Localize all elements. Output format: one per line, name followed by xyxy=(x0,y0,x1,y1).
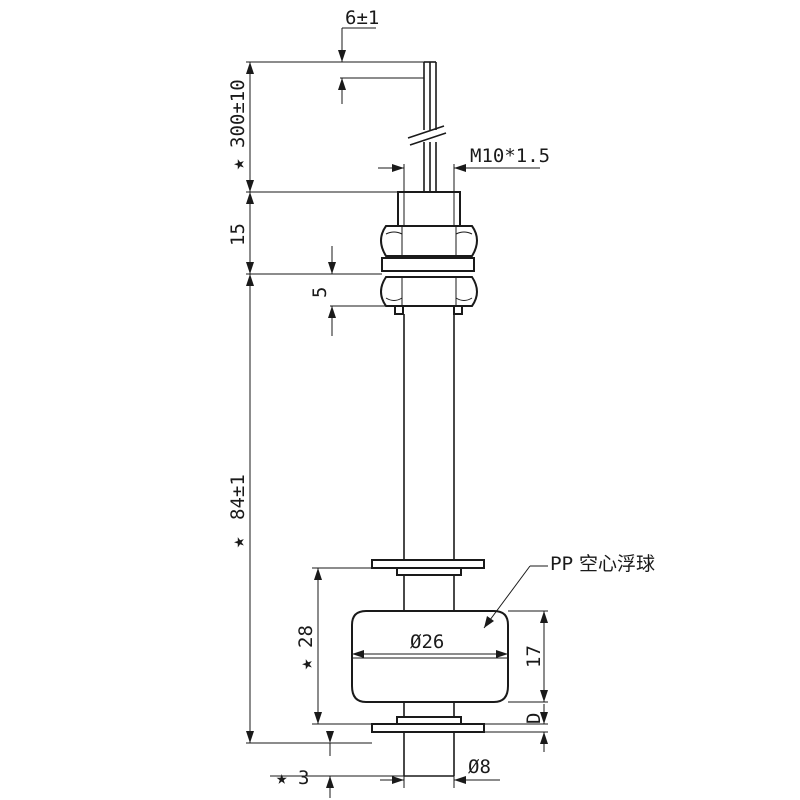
dim-lead-offset xyxy=(338,27,376,104)
dim-float-diameter xyxy=(352,650,508,658)
float-diameter-label: Ø26 xyxy=(410,631,444,653)
dim-thread xyxy=(378,164,540,172)
fitting-height-label: 15 xyxy=(227,223,249,246)
total-length-key-marker: ★ xyxy=(227,537,249,548)
upper-circlip xyxy=(371,559,485,576)
dim-lead-length xyxy=(246,62,254,192)
float-travel-label: 28 xyxy=(295,625,317,648)
dim-stop xyxy=(540,704,548,752)
thread-label: M10*1.5 xyxy=(470,145,550,167)
extension-lines xyxy=(246,61,548,788)
wire-break-mark xyxy=(407,125,445,139)
float-travel-key-marker: ★ xyxy=(295,659,317,670)
dim-float-travel xyxy=(314,568,322,724)
stem-rod xyxy=(403,314,455,776)
float-callout-label: PP 空心浮球 xyxy=(550,553,655,575)
stop-label: D xyxy=(523,713,545,724)
lower-hex-nut xyxy=(380,276,478,315)
upper-hex-nut xyxy=(380,225,478,257)
dim-float-height xyxy=(540,611,548,702)
dim-nut-gap xyxy=(328,246,336,336)
float-height-label: 17 xyxy=(523,645,545,668)
end-length-key-marker: ★ xyxy=(276,767,287,789)
callout-leader xyxy=(483,565,548,629)
lead-wires xyxy=(407,61,447,192)
dim-end-length xyxy=(326,731,334,798)
total-length-label: 84±1 xyxy=(227,474,249,520)
lead-length-label: 300±10 xyxy=(227,79,249,148)
end-length-label: 3 xyxy=(298,767,309,789)
pp-float xyxy=(351,610,509,703)
dim-total-length xyxy=(246,274,254,743)
dim-fitting-height xyxy=(246,192,254,274)
washer xyxy=(381,257,475,272)
dim-rod-diameter xyxy=(380,776,500,784)
nut-gap-label: 5 xyxy=(309,287,331,298)
lower-circlip xyxy=(371,716,485,777)
lead-length-key-marker: ★ xyxy=(227,159,249,170)
lead-offset-label: 6±1 xyxy=(345,7,379,29)
threaded-fitting xyxy=(397,191,461,227)
rod-diameter-label: Ø8 xyxy=(468,756,491,778)
